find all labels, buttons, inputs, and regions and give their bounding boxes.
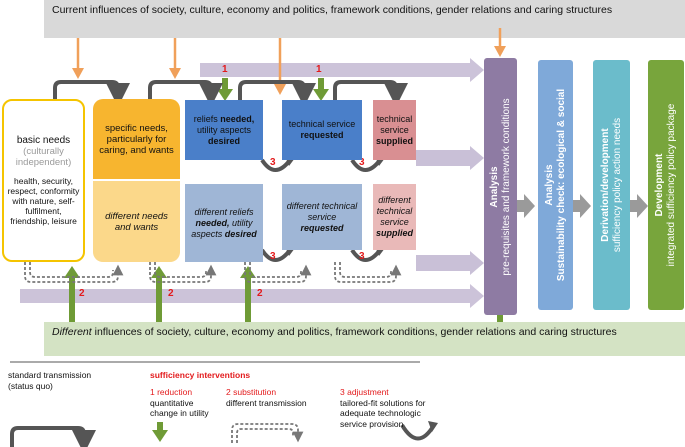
diff-requested-box: different technical service requested: [282, 184, 362, 250]
top-influences-text: Current influences of society, culture, …: [52, 4, 613, 16]
marker-3-b: 3: [359, 157, 365, 168]
diff-reliefs-mid: utility aspects: [191, 217, 253, 239]
marker-3-a: 3: [270, 157, 276, 168]
diff-reliefs-b2: desired: [224, 228, 257, 239]
legend-substitution-loop: [231, 423, 304, 443]
bottom-influences-text: influences of society, culture, economy …: [91, 326, 617, 338]
diff-requested-bold: requested: [300, 222, 344, 233]
marker-1-a: 1: [222, 64, 228, 75]
analysis-pre-bold: Analysis: [488, 165, 500, 208]
marker-2-c: 2: [257, 288, 263, 299]
substitution-loops: [24, 262, 402, 283]
legend-standard-loop: [10, 426, 96, 447]
tech-requested-pre: technical service: [288, 119, 356, 129]
specific-needs-text: specific needs, particularly for caring,…: [99, 122, 174, 156]
legend-reduction: 1 reduction quantitative change in utili…: [150, 387, 220, 419]
legend-adjustment-label: 3 adjustment: [340, 387, 389, 397]
bottom-influences-banner: Different influences of society, culture…: [44, 322, 685, 356]
band-mid-b: [416, 251, 484, 275]
different-needs-box: different needs and wants: [93, 181, 180, 262]
specific-needs-box: specific needs, particularly for caring,…: [93, 99, 180, 179]
bottom-influences-italic: Different: [52, 326, 92, 338]
derivation-rest: sufficiency policy action needs: [611, 117, 623, 253]
legend-standard: standard transmission (status quo): [8, 370, 118, 391]
diff-reliefs-b1: needed,: [195, 217, 230, 228]
analysis-sust-bold: Analysis: [543, 164, 555, 206]
legend-standard-text: standard transmission (status quo): [8, 370, 92, 391]
legend-title: sufficiency interventions: [150, 370, 251, 380]
tech-requested-box: technical service requested: [282, 100, 362, 160]
legend-reduction-label: 1 reduction: [150, 387, 193, 397]
reliefs-b2: desired: [207, 135, 240, 146]
standard-loops: [53, 80, 408, 107]
different-needs-text: different needs and wants: [105, 210, 168, 233]
reliefs-pre: reliefs: [193, 113, 221, 124]
development-rest: integrated sufficiency policy package: [666, 103, 677, 267]
derivation-bold: Derivation/development: [599, 128, 611, 242]
basic-needs-box: basic needs (culturally independent) hea…: [2, 99, 85, 262]
reliefs-mid: utility aspects: [196, 124, 252, 135]
legend-substitution-desc: different transmission: [226, 397, 307, 408]
diff-requested-pre: different technical service: [286, 200, 358, 222]
tech-supplied-pre: technical service: [376, 113, 413, 135]
marker-3-c: 3: [270, 251, 276, 262]
band-mid-a: [416, 146, 484, 170]
legend-substitution-label: 2 substitution: [226, 387, 277, 397]
panel-chevrons: [517, 194, 648, 218]
top-influences-banner: Current influences of society, culture, …: [44, 0, 685, 38]
legend-reduction-desc: quantitative change in utility: [150, 397, 209, 419]
basic-needs-subtitle: (culturally independent): [15, 146, 72, 168]
legend-adjustment-desc: tailored-fit solutions for adequate tech…: [340, 397, 426, 429]
diff-reliefs-pre: different reliefs: [194, 206, 254, 217]
reliefs-b1: needed,: [220, 113, 255, 124]
legend-reduction-arrow: [152, 422, 168, 442]
marker-2-a: 2: [79, 288, 85, 299]
analysis-sust-rest: Sustainability check: ecological & socia…: [555, 88, 567, 282]
diff-supplied-bold: supplied: [376, 228, 414, 238]
development-bold: Development: [654, 153, 665, 217]
tech-supplied-bold: supplied: [376, 135, 414, 146]
band-top: [200, 58, 484, 82]
diff-supplied-pre: different technical service: [376, 195, 413, 227]
reliefs-box: reliefs needed, utility aspects desired: [185, 100, 263, 160]
orange-arrows: [72, 28, 506, 95]
diff-reliefs-box: different reliefs needed, utility aspect…: [185, 184, 263, 262]
band-bottom: [20, 284, 484, 308]
diff-supplied-box: different technical service supplied: [373, 184, 416, 250]
tech-requested-bold: requested: [300, 130, 344, 140]
basic-needs-title: basic needs: [16, 135, 71, 146]
marker-1-b: 1: [316, 64, 322, 75]
legend-adjustment-arc: [400, 421, 438, 441]
basic-needs-body: health, security, respect, conformity wi…: [7, 176, 80, 226]
tech-supplied-box: technical service supplied: [373, 100, 416, 160]
legend-substitution: 2 substitution different transmission: [226, 387, 326, 408]
marker-2-b: 2: [168, 288, 174, 299]
analysis-pre-rest: pre-requisites and framework conditions: [500, 97, 512, 276]
marker-3-d: 3: [359, 251, 365, 262]
legend-adjustment: 3 adjustment tailored-fit solutions for …: [340, 387, 450, 429]
